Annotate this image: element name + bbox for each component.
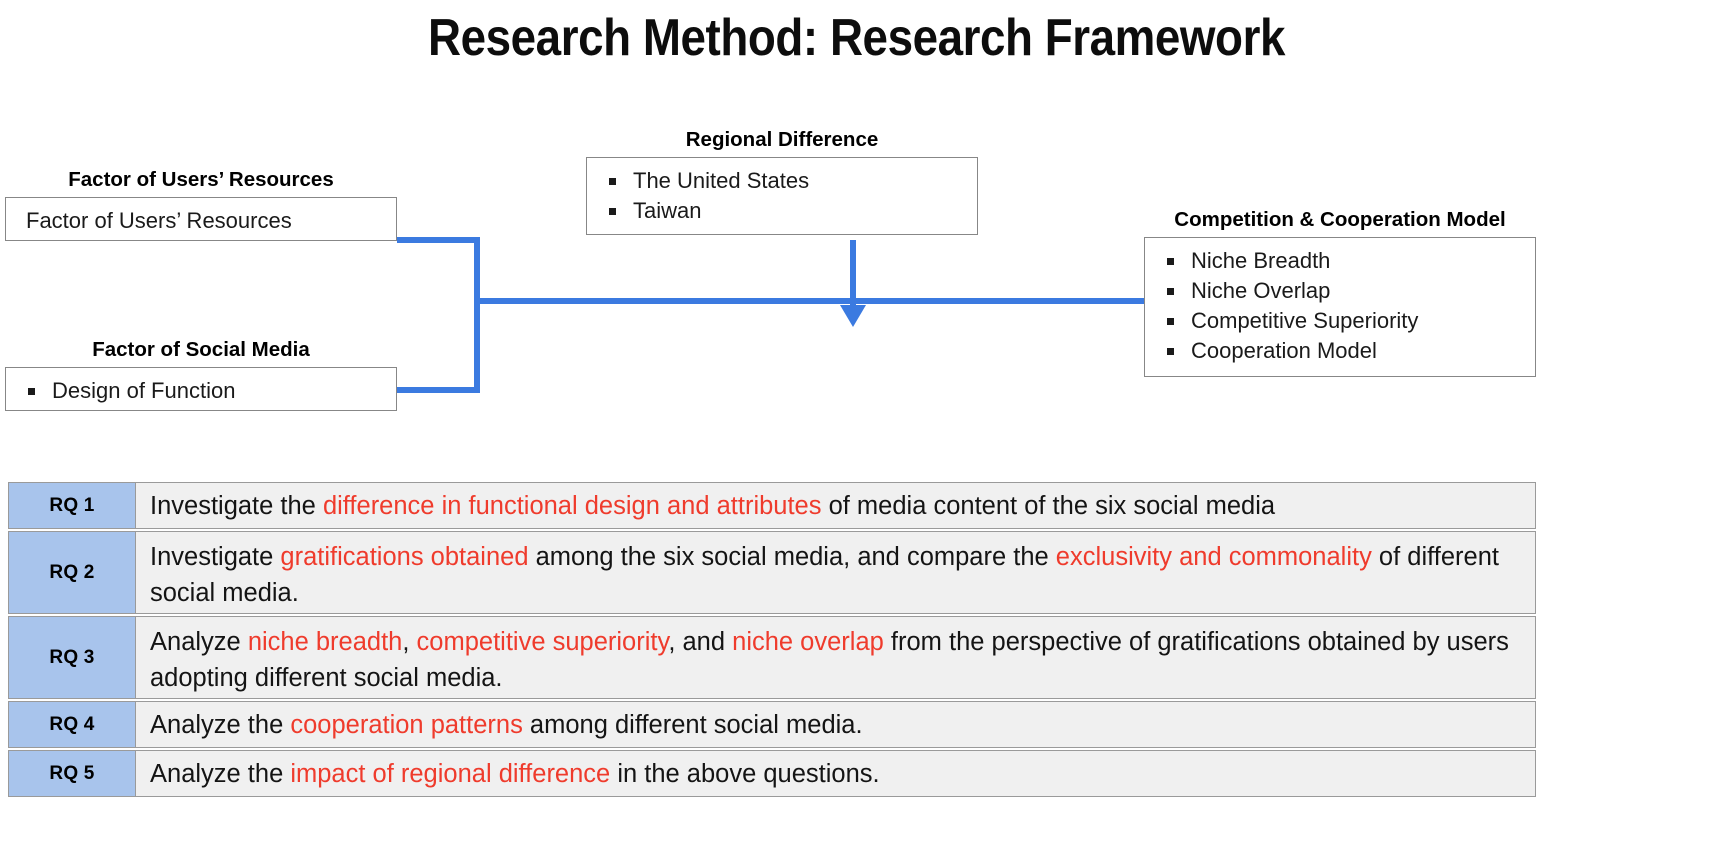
- list-item: Cooperation Model: [1145, 336, 1535, 366]
- square-bullet-icon: [1167, 348, 1174, 355]
- rq-label: RQ 1: [8, 482, 136, 529]
- plain-phrase: of different social media.: [150, 543, 1499, 607]
- rq-text: Investigate gratifications obtained amon…: [136, 531, 1536, 614]
- square-bullet-icon: [1167, 258, 1174, 265]
- box-body-social-media: Design of Function: [5, 367, 397, 411]
- highlighted-phrase: cooperation patterns: [290, 711, 523, 739]
- plain-phrase: among the six social media, and compare …: [528, 543, 1056, 571]
- square-bullet-icon: [609, 208, 616, 215]
- list-item-label: Factor of Users’ Resources: [26, 208, 292, 233]
- box-caption-regional-difference: Regional Difference: [685, 128, 879, 151]
- list-item: Competitive Superiority: [1145, 306, 1535, 336]
- list-item: The United States: [587, 166, 977, 196]
- list-item: Niche Breadth: [1145, 246, 1535, 276]
- plain-phrase: Investigate the: [150, 492, 323, 520]
- list-item-label: Competitive Superiority: [1191, 308, 1419, 333]
- plain-phrase: Analyze the: [150, 760, 291, 788]
- list-item-label: Design of Function: [52, 378, 236, 403]
- research-questions-table: RQ 1 Investigate the difference in funct…: [8, 482, 1536, 799]
- highlighted-phrase: gratifications obtained: [280, 543, 529, 571]
- plain-phrase: ,: [402, 628, 417, 656]
- table-row: RQ 3 Analyze niche breadth, competitive …: [8, 616, 1536, 699]
- square-bullet-icon: [1167, 288, 1174, 295]
- rq-text: Analyze the impact of regional differenc…: [136, 750, 1536, 797]
- table-row: RQ 4 Analyze the cooperation patterns am…: [8, 701, 1536, 748]
- box-competition-cooperation-model: Competition & Cooperation Model Niche Br…: [1144, 208, 1536, 377]
- plain-phrase: of media content of the six social media: [821, 492, 1276, 520]
- list-item-label: Cooperation Model: [1191, 338, 1377, 363]
- rq-text: Investigate the difference in functional…: [136, 482, 1536, 529]
- highlighted-phrase: niche overlap: [732, 628, 884, 656]
- table-row: RQ 5 Analyze the impact of regional diff…: [8, 750, 1536, 797]
- list-item: Taiwan: [587, 196, 977, 226]
- rq-label: RQ 3: [8, 616, 136, 699]
- plain-phrase: in the above questions.: [610, 760, 880, 788]
- highlighted-phrase: niche breadth: [247, 628, 403, 656]
- plain-phrase: among different social media.: [522, 711, 863, 739]
- plain-phrase: , and: [668, 628, 733, 656]
- page-title: Research Method: Research Framework: [428, 9, 1285, 67]
- square-bullet-icon: [28, 388, 35, 395]
- list-item-label: Niche Overlap: [1191, 278, 1331, 303]
- box-factor-of-users-resources: Factor of Users’ Resources Factor of Use…: [5, 168, 397, 241]
- rq-label: RQ 4: [8, 701, 136, 748]
- plain-phrase: from the perspective of gratifications o…: [150, 628, 1509, 692]
- list-item-label: Taiwan: [633, 198, 702, 223]
- table-row: RQ 1 Investigate the difference in funct…: [8, 482, 1536, 529]
- rq-label: RQ 2: [8, 531, 136, 614]
- plain-phrase: Analyze: [150, 628, 248, 656]
- rq-label: RQ 5: [8, 750, 136, 797]
- list-item-label: The United States: [633, 168, 810, 193]
- research-framework-diagram: Factor of Users’ Resources Factor of Use…: [5, 128, 1536, 411]
- highlighted-phrase: difference in functional design and attr…: [322, 492, 822, 520]
- box-caption-social-media: Factor of Social Media: [92, 338, 310, 361]
- square-bullet-icon: [609, 178, 616, 185]
- square-bullet-icon: [1167, 318, 1174, 325]
- plain-phrase: Analyze the: [150, 711, 291, 739]
- list-item: Factor of Users’ Resources: [6, 206, 396, 236]
- table-row: RQ 2 Investigate gratifications obtained…: [8, 531, 1536, 614]
- box-body-users-resources: Factor of Users’ Resources: [5, 197, 397, 241]
- rq-text: Analyze niche breadth, competitive super…: [136, 616, 1536, 699]
- highlighted-phrase: impact of regional difference: [290, 760, 611, 788]
- highlighted-phrase: exclusivity and commonality: [1055, 543, 1372, 571]
- list-item-label: Niche Breadth: [1191, 248, 1331, 273]
- box-body-regional-difference: The United States Taiwan: [586, 157, 978, 235]
- list-item: Design of Function: [6, 376, 396, 406]
- rq-text: Analyze the cooperation patterns among d…: [136, 701, 1536, 748]
- box-body-competition-cooperation-model: Niche Breadth Niche Overlap Competitive …: [1144, 237, 1536, 377]
- highlighted-phrase: competitive superiority: [416, 628, 669, 656]
- plain-phrase: Investigate: [150, 543, 281, 571]
- box-factor-of-social-media: Factor of Social Media Design of Functio…: [5, 338, 397, 411]
- box-regional-difference: Regional Difference The United States Ta…: [586, 128, 978, 235]
- box-caption-competition-cooperation-model: Competition & Cooperation Model: [1174, 208, 1506, 231]
- list-item: Niche Overlap: [1145, 276, 1535, 306]
- box-caption-users-resources: Factor of Users’ Resources: [68, 168, 334, 191]
